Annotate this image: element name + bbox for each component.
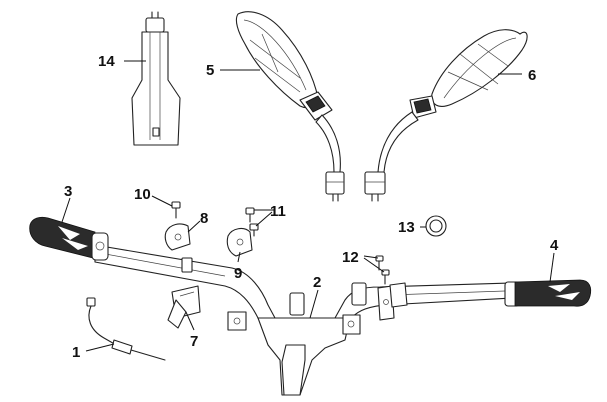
callout-6: 6 [528,67,536,84]
right-mirror [364,29,528,202]
left-mirror [235,11,345,202]
handlebar-insert [131,11,181,146]
callout-9: 9 [234,265,242,282]
throttle-cable [86,297,166,361]
callout-14: 14 [98,53,115,70]
callout-3: 3 [64,183,72,200]
callout-10: 10 [134,186,151,203]
leader-lines [61,60,555,352]
callout-11: 11 [270,203,286,220]
screws-right [375,255,390,285]
callout-7: 7 [190,333,198,350]
screw-left [171,201,181,219]
right-grip [504,279,592,307]
right-lever-clamp [226,207,259,257]
ring-washer [425,215,447,237]
lever-housing [167,257,201,329]
callout-labels: 14 5 6 3 10 8 11 13 4 12 9 2 7 1 [64,53,559,361]
callout-8: 8 [200,210,208,227]
callout-13: 13 [398,219,415,236]
callout-1: 1 [72,344,80,361]
callout-5: 5 [206,62,214,79]
left-grip [29,216,109,261]
lever-clamp [164,223,191,251]
callout-12: 12 [342,249,359,266]
callout-2: 2 [313,274,321,291]
handlebar-tube [94,244,513,396]
callout-4: 4 [550,237,559,254]
